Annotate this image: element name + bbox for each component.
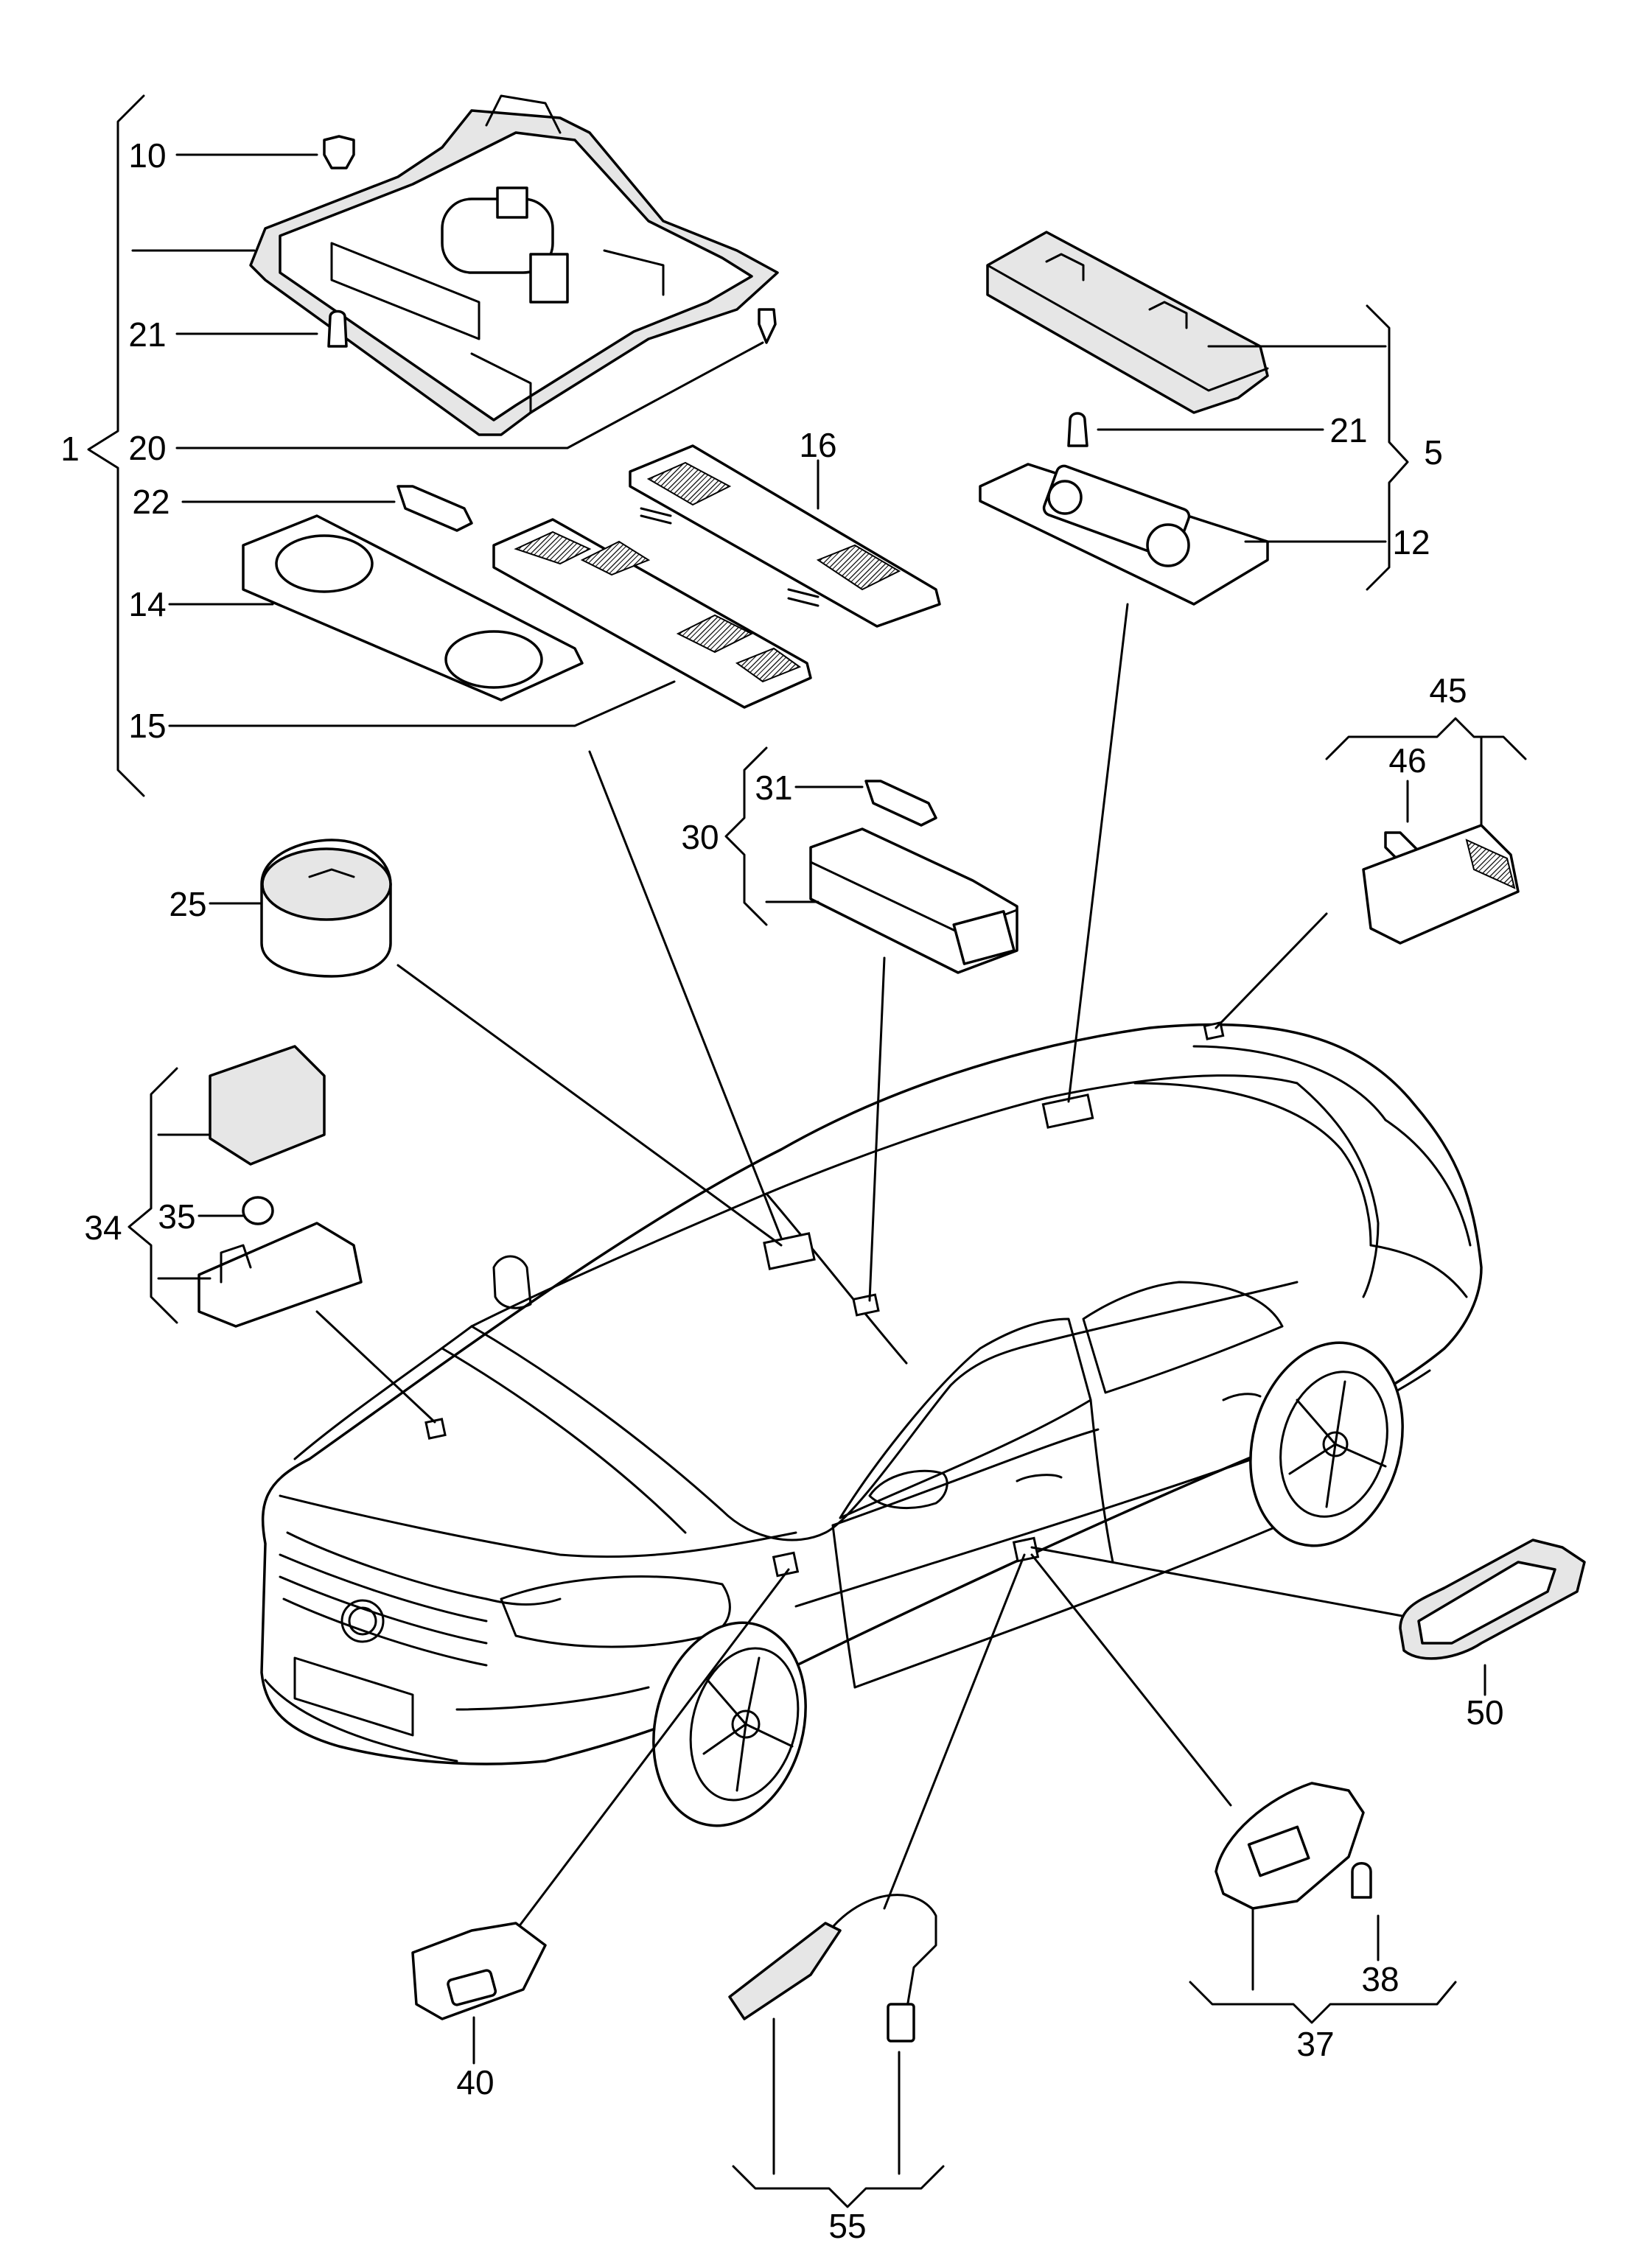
part-40-lamp <box>411 1922 547 2065</box>
part-21-bulb-right <box>1067 412 1088 447</box>
part-37-assembly <box>1189 1782 1457 2024</box>
bracket-37 <box>1189 1981 1457 2024</box>
part-20-screw <box>758 308 777 344</box>
location-marker-roof <box>1041 1093 1094 1129</box>
label-38: 38 <box>1361 1960 1399 1998</box>
part-31-festoon-bulb <box>864 780 937 827</box>
car-body <box>260 1021 1483 1827</box>
bracket-30 <box>724 746 768 926</box>
part-25-switch <box>209 839 392 978</box>
part-5-housing <box>986 231 1269 414</box>
part-22-festoon-bulb <box>396 485 473 532</box>
label-31: 31 <box>755 769 792 807</box>
label-20: 20 <box>128 429 166 467</box>
label-15: 15 <box>128 707 166 745</box>
callout-labels: 1 5 10 12 14 15 16 20 21 21 22 25 30 31 … <box>60 136 1503 2245</box>
label-25: 25 <box>169 885 206 923</box>
label-45: 45 <box>1429 671 1467 710</box>
part-1-assembly <box>87 94 941 797</box>
bracket-34 <box>127 1067 178 1324</box>
label-35: 35 <box>158 1197 195 1236</box>
part-55-assembly <box>728 1894 945 2208</box>
part-45-assembly <box>1325 717 1527 945</box>
part-10-bulb-socket <box>323 135 355 169</box>
part-5-assembly <box>979 231 1409 606</box>
label-12: 12 <box>1392 523 1430 561</box>
bracket-1 <box>87 94 145 797</box>
part-35-bulb <box>242 1196 274 1225</box>
label-37: 37 <box>1296 2025 1334 2063</box>
label-34: 34 <box>84 1208 122 1247</box>
bracket-55 <box>732 2165 945 2208</box>
label-16: 16 <box>799 426 836 464</box>
label-40: 40 <box>456 2063 494 2101</box>
location-marker-rear <box>1203 1021 1225 1040</box>
label-14: 14 <box>128 585 166 623</box>
label-5: 5 <box>1424 433 1443 472</box>
part-30-assembly <box>724 746 1018 974</box>
label-21-left: 21 <box>128 315 166 354</box>
label-50: 50 <box>1466 1693 1503 1732</box>
part-55-lamp <box>728 1922 842 2020</box>
part-21-bulb-left <box>327 309 348 348</box>
label-55: 55 <box>828 2207 866 2245</box>
part-55-connector <box>887 2003 915 2043</box>
location-marker-footwell <box>772 1551 800 1578</box>
part-34-lamp <box>198 1222 363 1328</box>
part-34-assembly <box>127 1045 363 1328</box>
car-leader-lines <box>315 603 1431 1932</box>
part-50-lamp <box>1399 1539 1586 1696</box>
label-21-right: 21 <box>1329 411 1367 449</box>
part-15-lens <box>492 518 812 709</box>
connector <box>529 253 569 304</box>
label-22: 22 <box>132 483 170 521</box>
location-marker-mid-roof <box>852 1293 880 1317</box>
bracket-5 <box>1366 304 1409 591</box>
bracket-45 <box>1325 717 1527 760</box>
label-1: 1 <box>60 430 80 468</box>
part-38-bulb <box>1351 1862 1372 1899</box>
label-30: 30 <box>681 818 719 856</box>
label-46: 46 <box>1388 741 1426 780</box>
label-10: 10 <box>128 136 166 175</box>
part-34-cover <box>209 1045 326 1166</box>
